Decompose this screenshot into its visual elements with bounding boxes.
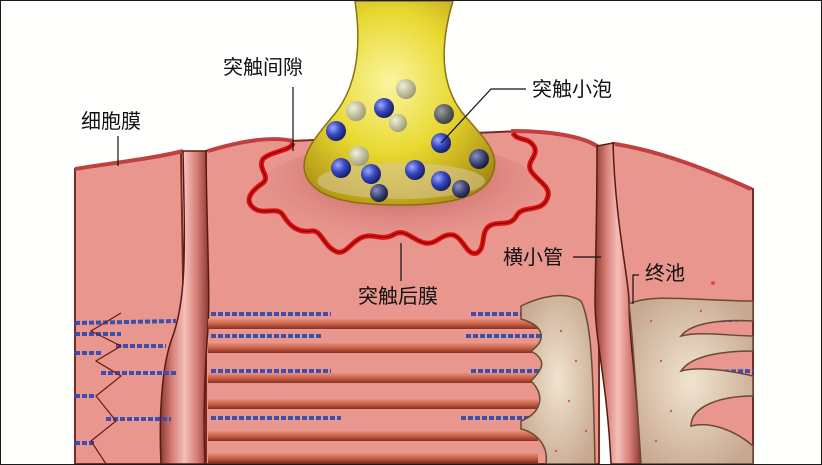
synaptic-vesicles [326, 79, 489, 202]
t-tubule-left [159, 150, 210, 464]
myofibrils [208, 319, 538, 463]
label-synaptic-vesicle: 突触小泡 [532, 77, 612, 101]
t-tubule-right [594, 142, 642, 464]
sarcoplasmic-reticulum-left [520, 294, 596, 464]
label-cell-membrane: 细胞膜 [81, 109, 141, 133]
label-terminal-cisterna: 终池 [645, 261, 685, 285]
terminal-cisterna-right [628, 297, 754, 464]
label-postsynaptic-membrane: 突触后膜 [358, 284, 438, 308]
label-t-tubule: 横小管 [503, 245, 563, 269]
label-synaptic-cleft: 突触间隙 [223, 55, 303, 79]
leader-terminal-cisterna [632, 274, 639, 304]
leader-synaptic-vesicle [440, 88, 526, 144]
